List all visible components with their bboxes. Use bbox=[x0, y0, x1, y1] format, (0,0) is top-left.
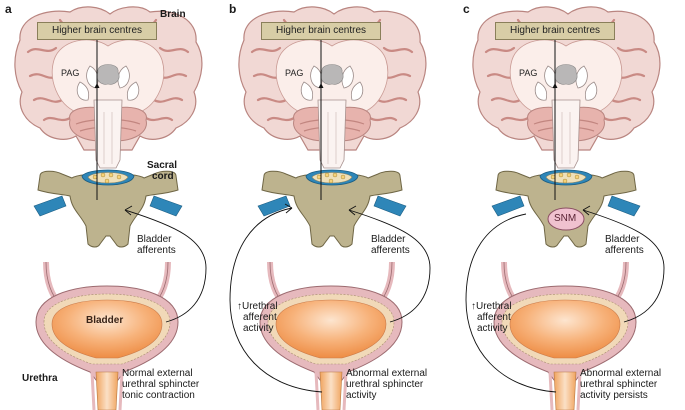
caption-c-3: activity persists bbox=[580, 390, 648, 401]
urethral-activity-label-1: ↑Urethral bbox=[237, 301, 278, 312]
bladder-afferents-label-2: afferents bbox=[605, 245, 644, 256]
urethral-activity-label-3: activity bbox=[477, 323, 508, 334]
bladder-afferents-label-2: afferents bbox=[137, 245, 176, 256]
brain-label: Brain bbox=[160, 9, 186, 20]
urethral-activity-label-2: afferent bbox=[243, 312, 277, 323]
higher-brain-centres-box: Higher brain centres bbox=[37, 22, 157, 40]
bladder-afferent-loop bbox=[582, 209, 665, 323]
higher-brain-centres-box: Higher brain centres bbox=[495, 22, 615, 40]
urethral-afferent-loop bbox=[229, 207, 323, 393]
snm-stimulator bbox=[547, 207, 585, 231]
urethral-afferent-loop bbox=[465, 213, 557, 393]
caption-c-1: Abnormal external bbox=[580, 368, 662, 379]
cord-label: cord bbox=[152, 171, 174, 182]
panel-c bbox=[465, 5, 665, 410]
panel-a bbox=[13, 5, 207, 410]
panel-b bbox=[229, 5, 431, 410]
up-arrow-icon: ↑ bbox=[237, 301, 242, 312]
bladder-afferent-loop bbox=[124, 209, 207, 323]
caption-a-2: urethral sphincter bbox=[122, 379, 200, 390]
snm-label: SNM bbox=[554, 213, 577, 224]
panel-letter-c: c bbox=[463, 2, 470, 16]
caption-b-3: activity bbox=[346, 390, 377, 401]
urethral-activity-label-3: activity bbox=[243, 323, 274, 334]
panel-letter-b: b bbox=[229, 2, 237, 16]
bladder-label: Bladder bbox=[86, 315, 124, 326]
urethral-activity-label-1: ↑Urethral bbox=[471, 301, 512, 312]
caption-a-3: tonic contraction bbox=[122, 390, 195, 401]
bladder-afferents-label-1: Bladder bbox=[605, 234, 640, 245]
caption-a-1: Normal external bbox=[122, 368, 193, 379]
higher-brain-centres-box: Higher brain centres bbox=[261, 22, 381, 40]
urethral-activity-label-2: afferent bbox=[477, 312, 511, 323]
up-arrow-icon: ↑ bbox=[471, 301, 476, 312]
pag-label: PAG bbox=[285, 68, 304, 78]
bladder-afferents-label-2: afferents bbox=[371, 245, 410, 256]
caption-b-1: Abnormal external bbox=[346, 368, 428, 379]
sacral-label: Sacral bbox=[147, 160, 178, 171]
pag-label: PAG bbox=[519, 68, 538, 78]
bladder-afferent-loop bbox=[348, 209, 431, 323]
bladder-afferents-label-1: Bladder bbox=[137, 234, 172, 245]
pag-label: PAG bbox=[61, 68, 80, 78]
urethra-label: Urethra bbox=[22, 373, 58, 384]
caption-c-2: urethral sphincter bbox=[580, 379, 658, 390]
bladder-afferents-label-1: Bladder bbox=[371, 234, 406, 245]
caption-b-2: urethral sphincter bbox=[346, 379, 424, 390]
panel-letter-a: a bbox=[5, 2, 12, 16]
